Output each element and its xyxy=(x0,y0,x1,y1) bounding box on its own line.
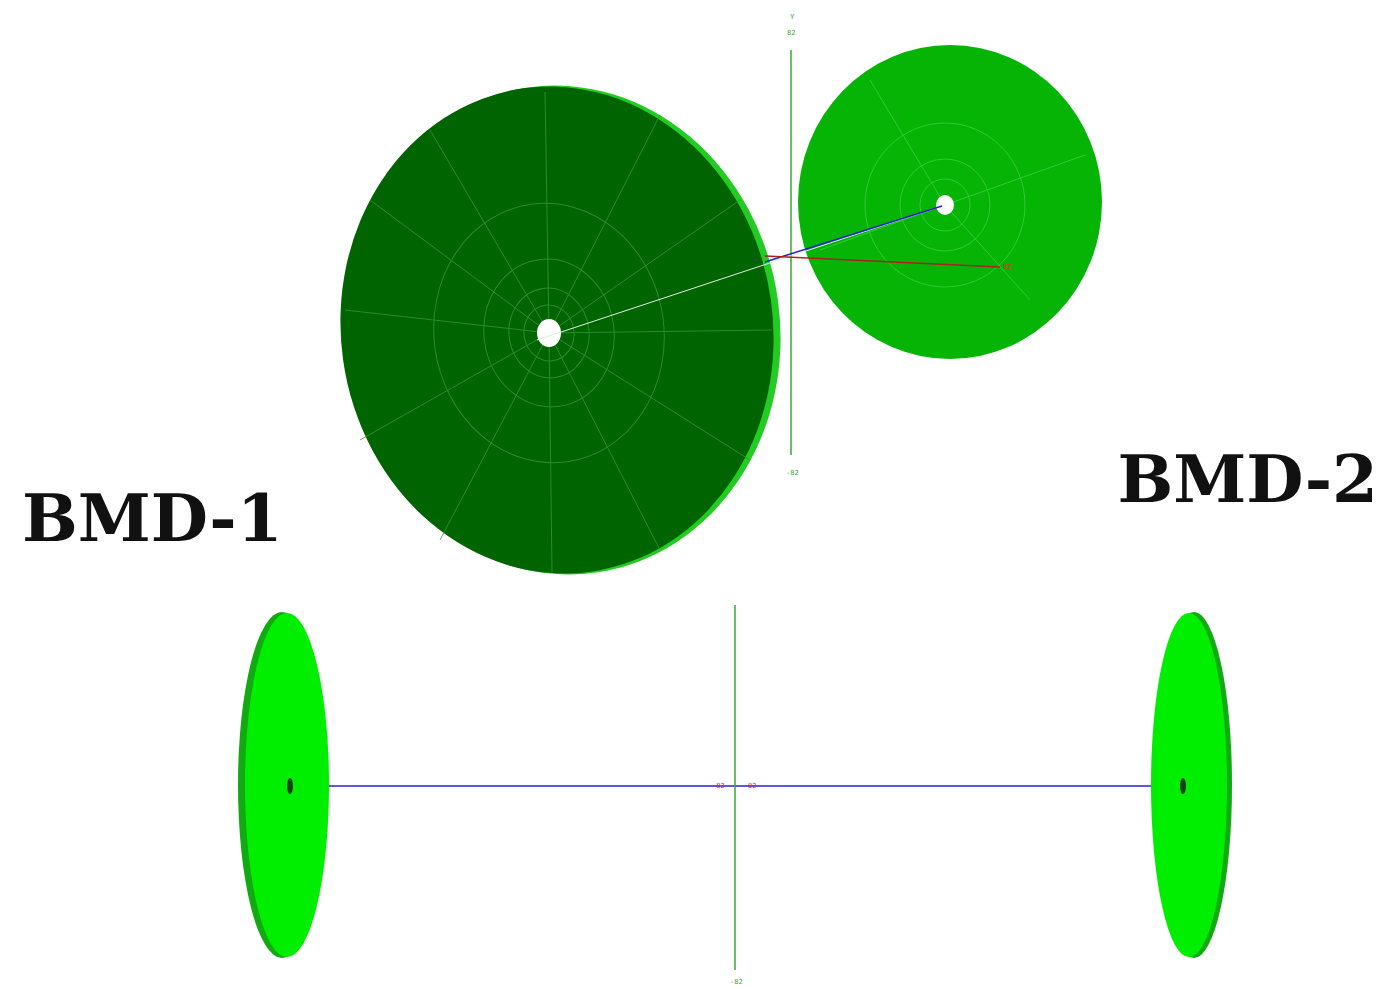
bmd1-disc xyxy=(309,57,812,603)
x-axis xyxy=(765,256,1000,267)
axis-label: -82 xyxy=(730,979,743,986)
bmd1-side xyxy=(238,612,329,958)
axis-label: 82 xyxy=(1003,264,1011,271)
beam-axis xyxy=(290,785,1183,787)
bmd2-disc xyxy=(798,45,1102,359)
bmd2-side xyxy=(1151,612,1232,958)
y-axis xyxy=(790,50,792,455)
axis-label: Y xyxy=(790,14,794,21)
part-name: BMD-2 xyxy=(1117,446,1378,512)
part-name: BMD-1 xyxy=(22,485,283,551)
beam-axis xyxy=(765,206,942,262)
axis-label: -82 xyxy=(786,470,799,477)
axis-label: -82 xyxy=(712,783,725,790)
axis-label: 82 xyxy=(787,30,795,37)
y-axis xyxy=(734,605,736,970)
axis-label: 82 xyxy=(748,783,756,790)
